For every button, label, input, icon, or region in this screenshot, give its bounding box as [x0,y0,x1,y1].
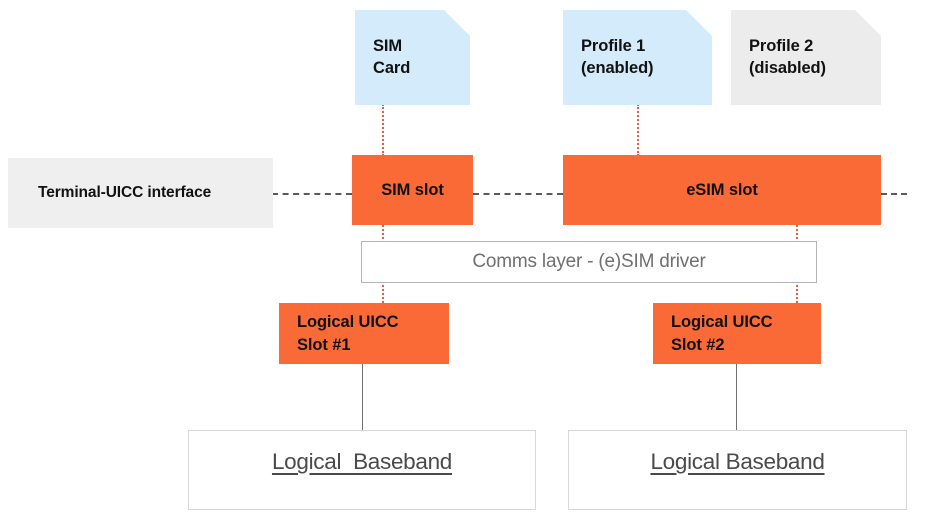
connector-sim-slot-to-esim-slot [473,193,563,195]
logical-uicc-slot-2-box[interactable]: Logical UICC Slot #2 [653,303,821,364]
logical-baseband-1-box[interactable]: Logical Baseband [188,430,536,510]
profile-2-card[interactable]: Profile 2 (disabled) [731,10,881,105]
sim-card[interactable]: SIM Card [355,10,470,105]
connector-logical-uicc-2-to-baseband-2 [736,364,737,430]
logical-uicc-slot-2-line-2: Slot #2 [671,335,725,354]
profile-1-line-1: Profile 1 [581,37,646,56]
logical-baseband-2-box[interactable]: Logical Baseband [568,430,907,510]
comms-layer-box[interactable]: Comms layer - (e)SIM driver [361,241,817,283]
terminal-uicc-interface-box[interactable]: Terminal-UICC interface [8,158,273,228]
logical-baseband-1-label: Logical Baseband [271,449,453,474]
sim-card-line-2: Card [373,58,411,77]
connector-logical-uicc-1-to-baseband-1 [362,364,363,430]
comms-layer-label: Comms layer - (e)SIM driver [472,251,706,272]
esim-slot-box[interactable]: eSIM slot [563,155,881,225]
profile-2-line-2: (disabled) [749,58,826,77]
connector-profile1-to-esim-slot [637,104,639,156]
logical-uicc-slot-1-box[interactable]: Logical UICC Slot #1 [279,303,449,364]
sim-card-line-1: SIM [373,37,403,56]
logical-uicc-slot-2-line-1: Logical UICC [671,313,773,332]
sim-slot-label: SIM slot [381,180,444,199]
terminal-uicc-interface-label: Terminal-UICC interface [38,184,212,201]
connector-esim-slot-to-right-edge [881,193,907,195]
sim-slot-box[interactable]: SIM slot [352,155,473,225]
profile-2-line-1: Profile 2 [749,37,814,56]
logical-baseband-2-label: Logical Baseband [650,449,825,474]
esim-slot-label: eSIM slot [686,180,758,199]
logical-uicc-slot-1-line-2: Slot #1 [297,335,351,354]
logical-uicc-slot-1-line-1: Logical UICC [297,313,399,332]
profile-1-card[interactable]: Profile 1 (enabled) [563,10,712,105]
connector-interface-to-sim-slot [272,193,352,195]
connector-sim-card-to-sim-slot [382,104,384,156]
profile-1-line-2: (enabled) [581,58,654,77]
